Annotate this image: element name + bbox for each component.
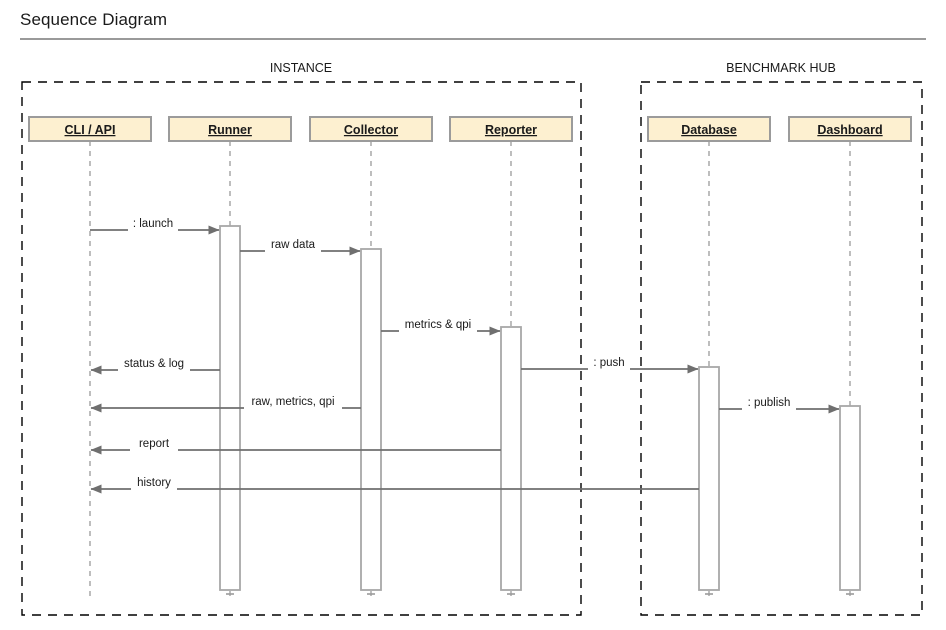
lifeline-box-runner — [168, 116, 292, 142]
message-label-report: report — [139, 438, 170, 450]
lifeline-box-dashboard — [788, 116, 912, 142]
message-label-raw-metrics-qpi: raw, metrics, qpi — [251, 396, 334, 408]
message-label-launch: : launch — [133, 218, 173, 230]
message-label-push: : push — [593, 357, 624, 369]
lifeline-box-collector — [309, 116, 433, 142]
activation-reporter — [500, 326, 522, 595]
lifeline-label-database: Database — [681, 123, 737, 137]
message-label-metrics-qpi: metrics & qpi — [405, 319, 471, 331]
activation-bar-database — [698, 366, 720, 591]
frame-label-instance: INSTANCE — [270, 61, 332, 75]
frame-border-benchmark-hub — [640, 81, 923, 616]
message-publish[interactable]: : publish — [719, 397, 840, 415]
message-label-bg-report — [130, 441, 178, 456]
frame-label-benchmark-hub: BENCHMARK HUB — [726, 61, 836, 75]
activation-collector — [360, 248, 382, 595]
message-status-log[interactable]: status & log — [90, 358, 220, 376]
lifeline-label-collector: Collector — [344, 123, 398, 137]
message-label-bg-launch — [128, 221, 178, 236]
lifeline-head-cli-api[interactable]: CLI / API — [28, 116, 152, 142]
message-label-bg-push — [588, 360, 630, 375]
message-label-raw-data: raw data — [271, 239, 316, 251]
message-report[interactable]: report — [90, 438, 501, 456]
message-label-bg-raw-metrics-qpi — [244, 399, 342, 414]
message-raw-data[interactable]: raw data — [240, 239, 361, 257]
activation-database — [698, 366, 720, 595]
lifeline-label-runner: Runner — [208, 123, 252, 137]
message-raw-metrics-qpi[interactable]: raw, metrics, qpi — [90, 396, 361, 414]
message-label-history: history — [137, 477, 171, 489]
frame-instance: INSTANCE — [21, 61, 582, 616]
lifeline-head-runner[interactable]: Runner — [168, 116, 292, 142]
message-label-status-log: status & log — [124, 358, 184, 370]
lifeline-box-reporter — [449, 116, 573, 142]
message-label-bg-publish — [742, 400, 796, 415]
message-push[interactable]: : push — [521, 357, 699, 375]
message-label-publish: : publish — [748, 397, 791, 409]
frame-benchmark-hub: BENCHMARK HUB — [640, 61, 923, 616]
frame-border-instance — [21, 81, 582, 616]
message-label-bg-history — [131, 480, 177, 495]
message-launch[interactable]: : launch — [90, 218, 220, 236]
lifeline-label-reporter: Reporter — [485, 123, 537, 137]
message-label-bg-metrics-qpi — [399, 322, 477, 337]
message-history[interactable]: history — [90, 477, 699, 495]
activation-bar-reporter — [500, 326, 522, 591]
lifeline-head-dashboard[interactable]: Dashboard — [788, 116, 912, 142]
activation-bar-collector — [360, 248, 382, 591]
page-title: Sequence Diagram — [20, 10, 168, 29]
message-label-bg-raw-data — [265, 242, 321, 257]
activation-dashboard — [839, 405, 861, 595]
lifeline-box-database — [647, 116, 771, 142]
title-divider — [20, 38, 926, 40]
activation-runner — [219, 225, 241, 595]
message-metrics-qpi[interactable]: metrics & qpi — [381, 319, 501, 337]
lifeline-box-cli-api — [28, 116, 152, 142]
lifeline-label-cli-api: CLI / API — [65, 123, 116, 137]
lifeline-head-reporter[interactable]: Reporter — [449, 116, 573, 142]
lifeline-head-database[interactable]: Database — [647, 116, 771, 142]
lifeline-head-collector[interactable]: Collector — [309, 116, 433, 142]
message-label-bg-status-log — [118, 361, 190, 376]
lifeline-label-dashboard: Dashboard — [817, 123, 882, 137]
activation-bar-dashboard — [839, 405, 861, 591]
